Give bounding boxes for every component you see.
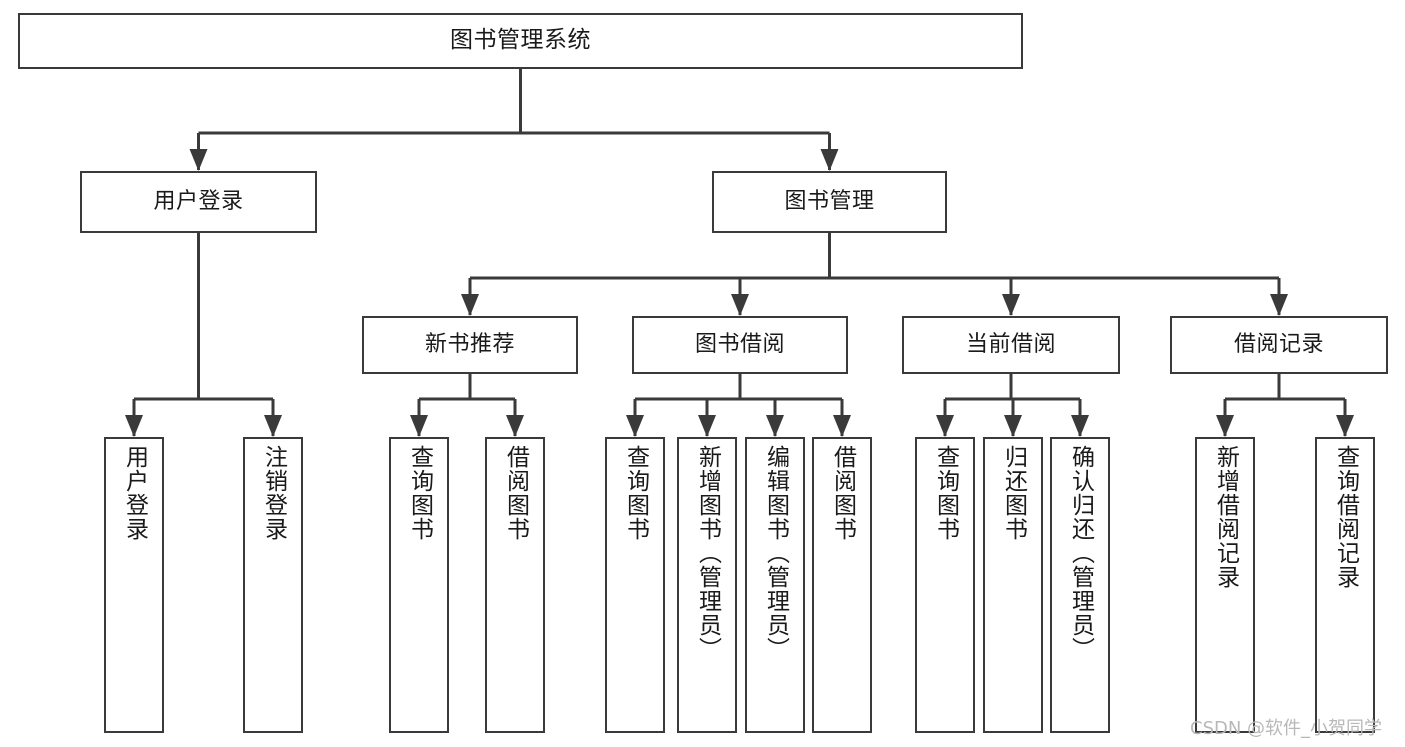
node-label: 编辑图书（管理员）: [762, 445, 789, 661]
node-label: 查询图书: [932, 445, 959, 541]
arrow-head: [1336, 415, 1354, 437]
node-leaf-query-book-3[interactable]: 查询图书: [915, 437, 975, 733]
node-borrow-record[interactable]: 借阅记录: [1170, 316, 1388, 374]
node-label: 当前借阅: [965, 331, 1056, 357]
arrow-head: [1071, 415, 1089, 437]
node-leaf-query-book-1[interactable]: 查询图书: [389, 437, 449, 733]
node-leaf-user-login[interactable]: 用户登录: [104, 437, 164, 733]
node-leaf-add-record[interactable]: 新增借阅记录: [1195, 437, 1255, 733]
arrow-head: [410, 415, 428, 437]
node-label: 借阅图书: [502, 445, 529, 541]
node-leaf-user-logout[interactable]: 注销登录: [243, 437, 303, 733]
node-label: 新书推荐: [424, 331, 515, 357]
node-label: 图书管理: [784, 188, 875, 214]
node-label: 新增图书（管理员）: [694, 445, 721, 661]
arrow-head: [461, 294, 479, 316]
arrow-head: [1270, 294, 1288, 316]
arrow-head: [506, 415, 524, 437]
node-leaf-query-book-2[interactable]: 查询图书: [605, 437, 665, 733]
node-root[interactable]: 图书管理系统: [18, 13, 1023, 69]
node-leaf-edit-book[interactable]: 编辑图书（管理员）: [745, 437, 805, 733]
arrow-head: [766, 415, 784, 437]
arrow-head: [731, 294, 749, 316]
arrow-head: [1216, 415, 1234, 437]
arrow-head: [936, 415, 954, 437]
node-book-manage[interactable]: 图书管理: [712, 171, 947, 233]
node-label: 用户登录: [153, 188, 244, 214]
arrow-head: [626, 415, 644, 437]
node-label: 注销登录: [260, 445, 287, 541]
arrow-head: [264, 415, 282, 437]
node-label: 归还图书: [1000, 445, 1027, 541]
node-leaf-borrow-book-1[interactable]: 借阅图书: [485, 437, 545, 733]
node-label: 图书管理系统: [450, 27, 591, 54]
node-label: 图书借阅: [694, 331, 785, 357]
arrow-head: [189, 149, 208, 171]
node-leaf-return-book[interactable]: 归还图书: [983, 437, 1043, 733]
node-label: 查询图书: [406, 445, 433, 541]
node-leaf-borrow-book-2[interactable]: 借阅图书: [812, 437, 872, 733]
node-label: 借阅图书: [829, 445, 856, 541]
node-leaf-add-book[interactable]: 新增图书（管理员）: [677, 437, 737, 733]
arrow-head: [1004, 415, 1022, 437]
arrow-head: [698, 415, 716, 437]
node-new-book-rec[interactable]: 新书推荐: [362, 316, 578, 374]
node-label: 查询借阅记录: [1332, 445, 1359, 589]
arrow-head: [833, 415, 851, 437]
arrow-head: [820, 149, 839, 171]
arrow-head: [125, 415, 143, 437]
arrow-head: [1002, 294, 1020, 316]
node-leaf-confirm-return[interactable]: 确认归还（管理员）: [1050, 437, 1110, 733]
node-book-borrow[interactable]: 图书借阅: [632, 316, 848, 374]
node-leaf-query-record[interactable]: 查询借阅记录: [1315, 437, 1375, 733]
node-label: 查询图书: [622, 445, 649, 541]
node-label: 新增借阅记录: [1212, 445, 1239, 589]
node-label: 用户登录: [121, 445, 148, 541]
node-current-borrow[interactable]: 当前借阅: [902, 316, 1120, 374]
node-label: 确认归还（管理员）: [1067, 445, 1094, 661]
node-label: 借阅记录: [1233, 331, 1324, 357]
node-user-login[interactable]: 用户登录: [80, 171, 317, 233]
watermark: CSDN @软件_小贺同学: [1190, 718, 1383, 739]
